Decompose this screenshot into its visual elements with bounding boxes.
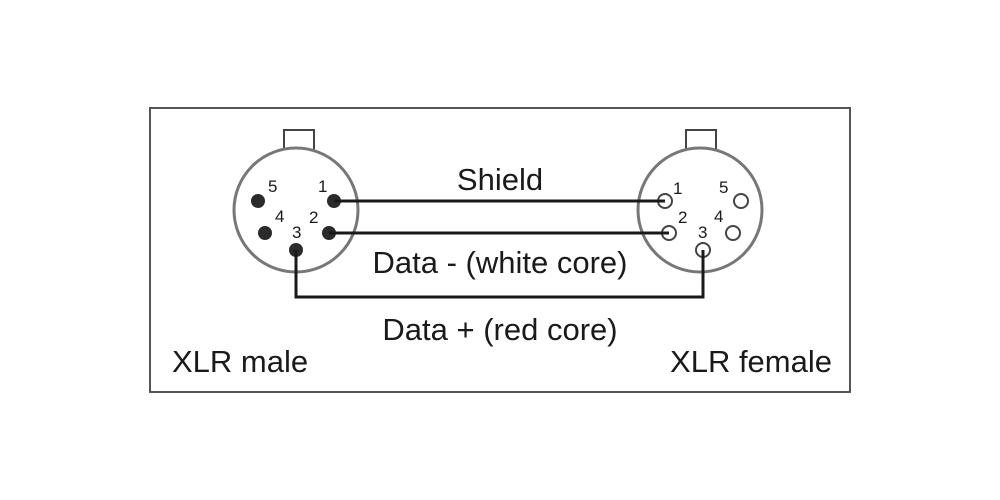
male-pin-5: [251, 194, 265, 208]
female-pin-5: [733, 193, 749, 209]
female-pin-4: [725, 225, 741, 241]
shield-label: Shield: [457, 162, 543, 197]
male-pin-4: [258, 226, 272, 240]
male-pin-label-1: 1: [318, 177, 327, 196]
xlr-female-label: XLR female: [670, 344, 832, 379]
data-plus-label: Data + (red core): [382, 312, 617, 347]
male-pin-label-4: 4: [275, 207, 284, 226]
xlr-male-label: XLR male: [172, 344, 308, 379]
male-pin-label-3: 3: [292, 223, 301, 242]
male-pin-label-2: 2: [309, 208, 318, 227]
female-pin-label-5: 5: [719, 178, 728, 197]
male-pin-label-5: 5: [268, 177, 277, 196]
data-minus-label: Data - (white core): [373, 245, 628, 280]
female-pin-label-3: 3: [698, 223, 707, 242]
xlr-male-connector: 1 2 3 4 5: [232, 129, 360, 274]
female-pin-label-2: 2: [678, 208, 687, 227]
xlr-female-connector: 1 2 3 4 5: [636, 129, 764, 274]
female-pin-label-1: 1: [673, 179, 682, 198]
female-pin-label-4: 4: [714, 207, 723, 226]
data-plus-wire: [294, 250, 705, 299]
